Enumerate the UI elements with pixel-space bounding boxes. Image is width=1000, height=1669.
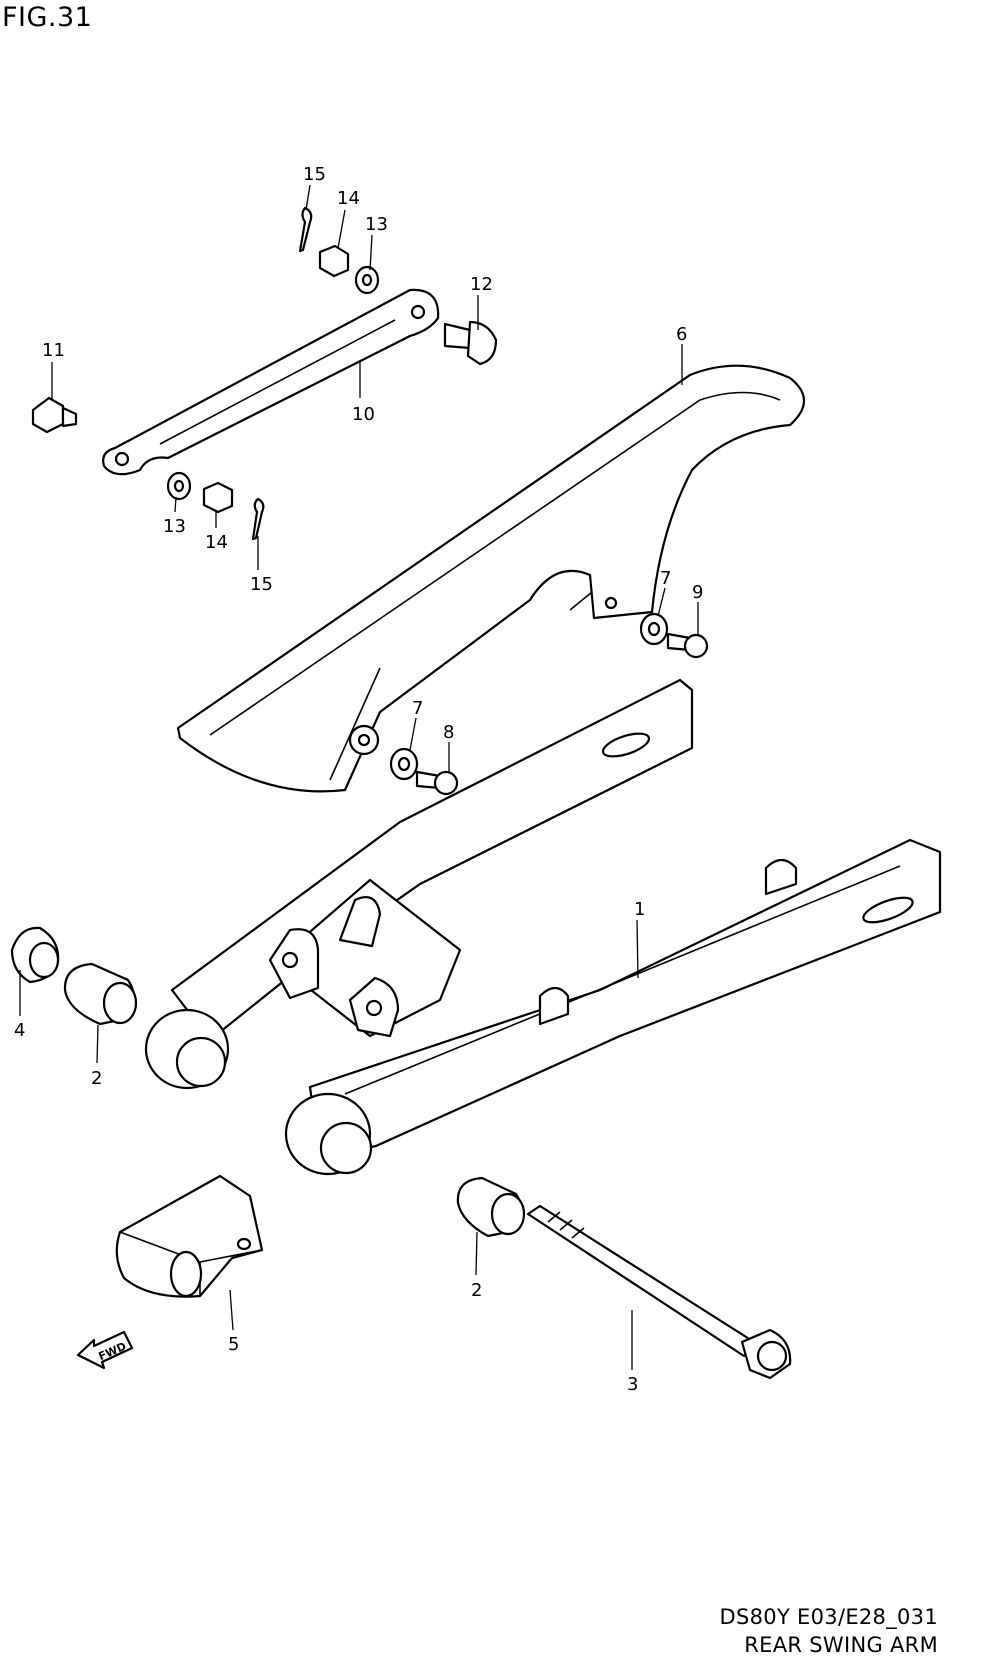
washer-center-part[interactable] [389, 747, 419, 781]
callout-7-upper[interactable]: 7 [660, 568, 671, 589]
callout-8[interactable]: 8 [443, 722, 454, 743]
figure-code: DS80Y E03/E28_031 [719, 1605, 938, 1629]
cotter-pin-upper-part[interactable] [298, 206, 313, 253]
collar-part[interactable] [10, 926, 60, 984]
forward-direction-arrow: FWD [76, 1330, 134, 1370]
callout-3[interactable]: 3 [627, 1374, 638, 1395]
callout-4[interactable]: 4 [14, 1020, 25, 1041]
bushing-right-part[interactable] [456, 1176, 526, 1238]
pivot-shaft-part[interactable] [526, 1204, 792, 1380]
nut-upper-part[interactable] [318, 244, 350, 278]
rear-swing-arm-part[interactable] [144, 678, 942, 1176]
callout-13-upper[interactable]: 13 [365, 214, 388, 235]
callout-14-lower[interactable]: 14 [205, 532, 228, 553]
callout-12[interactable]: 12 [470, 274, 493, 295]
callout-7-lower[interactable]: 7 [412, 698, 423, 719]
screw-center-part[interactable] [415, 770, 459, 796]
callout-2-left[interactable]: 2 [91, 1068, 102, 1089]
screw-right-part[interactable] [666, 632, 709, 659]
washer-right-part[interactable] [639, 612, 669, 646]
washer-upper-part[interactable] [354, 265, 380, 295]
torque-link-bolt-right-part[interactable] [443, 320, 498, 366]
callout-10[interactable]: 10 [352, 404, 375, 425]
cotter-pin-lower-part[interactable] [251, 497, 265, 541]
callout-6[interactable]: 6 [676, 324, 687, 345]
callout-11[interactable]: 11 [42, 340, 65, 361]
torque-link-part[interactable] [102, 288, 440, 476]
callout-leaders [19, 184, 699, 1370]
callout-13-lower[interactable]: 13 [163, 516, 186, 537]
callout-14-upper[interactable]: 14 [337, 188, 360, 209]
callout-15-upper[interactable]: 15 [303, 164, 326, 185]
callout-15-lower[interactable]: 15 [250, 574, 273, 595]
bushing-left-part[interactable] [63, 962, 138, 1026]
swing-arm-bracket-part[interactable] [115, 1174, 264, 1298]
callout-1[interactable]: 1 [634, 899, 645, 920]
callout-labels: 15 14 13 12 11 10 6 13 14 15 7 9 7 8 1 4… [14, 164, 703, 1395]
figure-title: FIG.31 [2, 2, 93, 33]
nut-lower-part[interactable] [202, 481, 234, 514]
figure-name: REAR SWING ARM [744, 1633, 938, 1657]
callout-5[interactable]: 5 [228, 1334, 239, 1355]
torque-link-bolt-left-part[interactable] [31, 396, 78, 434]
callout-2-right[interactable]: 2 [471, 1280, 482, 1301]
callout-9[interactable]: 9 [692, 582, 703, 603]
washer-lower-part[interactable] [166, 471, 192, 501]
chain-case-part[interactable] [176, 364, 805, 793]
